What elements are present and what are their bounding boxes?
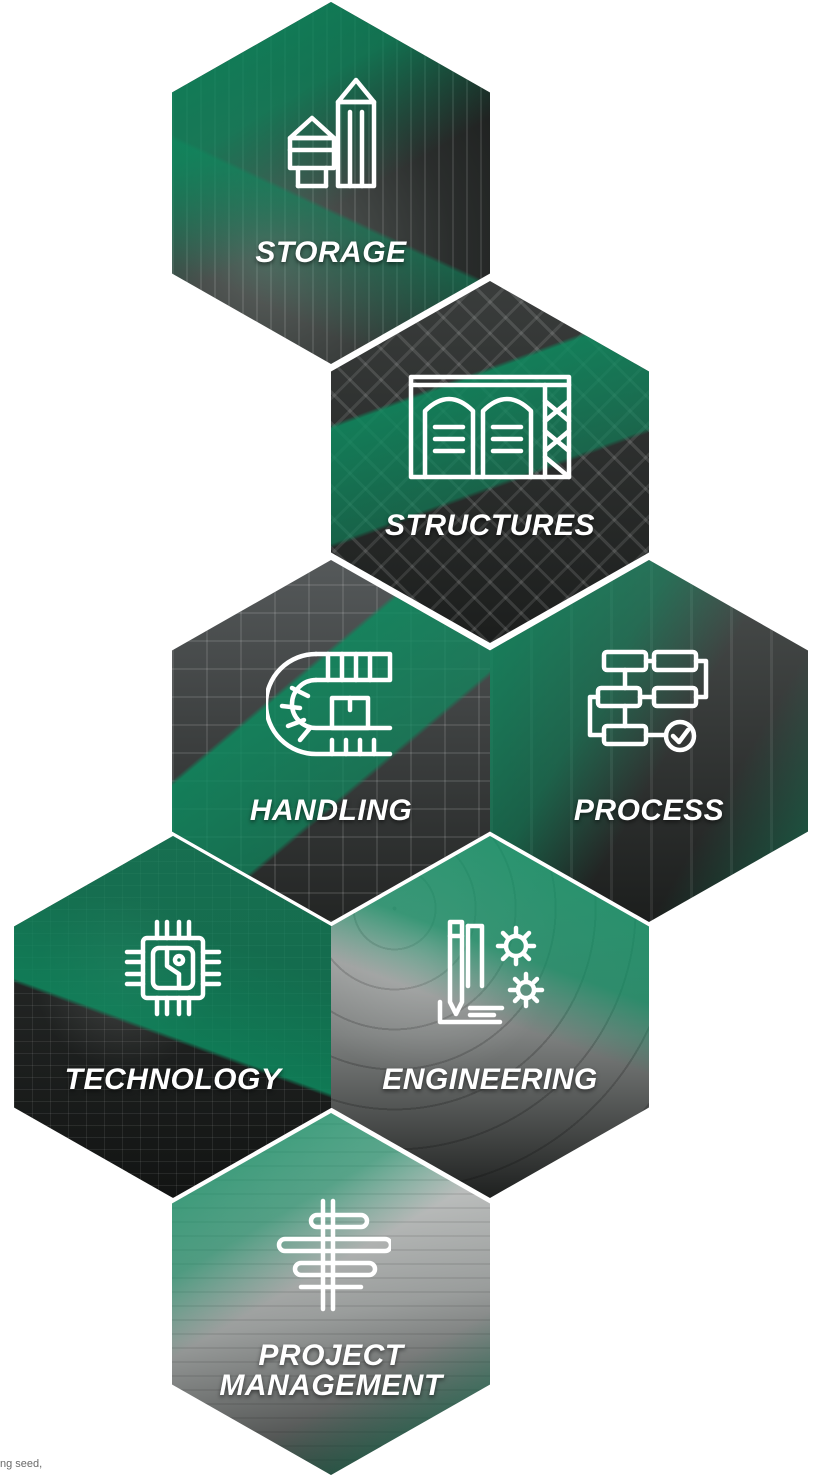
conveyor-icon (266, 644, 396, 764)
hex-label-technology: TECHNOLOGY (64, 1063, 282, 1096)
hex-label-engineering: ENGINEERING (382, 1063, 598, 1096)
footer-caption: ng seed, (0, 1458, 43, 1470)
silo-icon (276, 72, 386, 192)
timeline-icon (271, 1195, 391, 1315)
hex-label-management: MANAGEMENT (219, 1369, 443, 1402)
hex-label-handling: HANDLING (249, 794, 413, 827)
hex-project-management[interactable]: PROJECT MANAGEMENT (172, 1113, 490, 1475)
hex-label-storage: STORAGE (255, 236, 407, 269)
hex-label-project: PROJECT (258, 1339, 404, 1372)
flowchart-icon (584, 644, 714, 764)
warehouse-icon (405, 371, 575, 481)
hex-label-structures: STRUCTURES (384, 509, 595, 542)
hex-label-process: PROCESS (573, 794, 725, 827)
chip-icon (121, 916, 225, 1020)
hex-storage[interactable]: STORAGE (172, 2, 490, 364)
pencil-gears-icon (430, 912, 550, 1032)
